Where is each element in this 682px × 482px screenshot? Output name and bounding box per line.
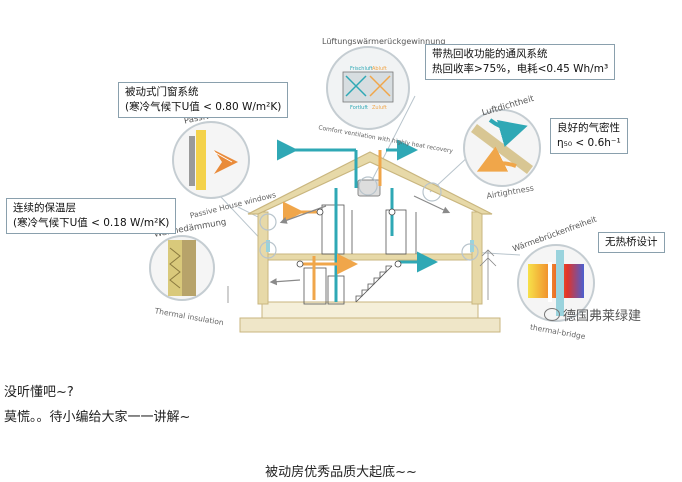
callout-airtightness: 良好的气密性 η₅₀ < 0.6h⁻¹ <box>550 118 628 154</box>
callout-ventilation-line-1: 带热回收功能的通风系统 <box>432 48 548 60</box>
callout-thermal-bridge: 无热桥设计 <box>598 232 665 253</box>
windows-detail-circle <box>172 121 250 199</box>
callout-insulation-line-2: (寒冷气候下U值 < 0.18 W/m²K) <box>13 217 170 229</box>
watermark: 德国弗莱绿建 <box>544 305 641 324</box>
callout-ventilation-line-2: 热回收率>75%，电耗<0.45 Wh/m³ <box>432 63 609 75</box>
air-flows <box>277 139 438 302</box>
foundation-slab <box>239 317 501 333</box>
airtightness-detail-circle <box>463 109 541 187</box>
window-left-upper <box>266 240 270 252</box>
callout-windows-line-1: 被动式门窗系统 <box>125 86 199 98</box>
callout-insulation: 连续的保温层 (寒冷气候下U值 < 0.18 W/m²K) <box>6 198 177 234</box>
right-wall <box>471 211 483 305</box>
prose-line-1: 没听懂吧~? <box>4 385 74 400</box>
callout-windows: 被动式门窗系统 (寒冷气候下U值 < 0.80 W/m²K) <box>118 82 289 118</box>
callout-airtightness-line-1: 良好的气密性 <box>557 122 620 134</box>
thermal-bridge-detail-circle <box>517 244 595 322</box>
window-right-upper <box>470 240 474 252</box>
callout-airtightness-line-2: η₅₀ < 0.6h⁻¹ <box>557 137 621 149</box>
vent-label-fortluft: Fortluft <box>350 105 368 111</box>
caption: 被动房优秀品质大起底~~ <box>265 465 417 480</box>
ground-floor-slab <box>261 301 479 319</box>
upper-floor-slab <box>267 253 473 261</box>
diffusers <box>296 208 402 268</box>
house <box>227 139 501 333</box>
watermark-text: 德国弗莱绿建 <box>563 309 642 324</box>
callout-insulation-line-1: 连续的保温层 <box>13 202 76 214</box>
vent-label-abluft: Abluft <box>372 66 387 72</box>
callout-ventilation: 带热回收功能的通风系统 热回收率>75%，电耗<0.45 Wh/m³ <box>425 44 616 80</box>
prose-line-2: 莫慌。。待小编给大家一一讲解~ <box>4 410 191 425</box>
ventilation-detail-circle: Frischluft Abluft Fortluft Zuluft <box>326 46 410 130</box>
stairs <box>355 265 393 303</box>
ventilation-circle-title: Lüftungswärmerückgewinnung <box>322 37 445 46</box>
passive-house-diagram: Frischluft Abluft Fortluft Zuluft Passiv… <box>149 37 598 342</box>
insulation-detail-circle <box>149 235 215 301</box>
detail-markers <box>259 176 479 261</box>
roof <box>247 151 493 215</box>
callout-thermal-bridge-line-1: 无热桥设计 <box>605 236 658 248</box>
thermal-bridge-circle-subtitle: thermal-bridge <box>529 323 586 342</box>
trees <box>227 249 497 303</box>
circulation-arrows <box>269 195 451 286</box>
wechat-icon <box>544 308 560 321</box>
callout-windows-line-2: (寒冷气候下U值 < 0.80 W/m²K) <box>125 101 282 113</box>
vent-label-frischluft: Frischluft <box>350 66 373 72</box>
insulation-circle-subtitle: Thermal insulation <box>153 306 225 327</box>
vent-label-zuluft: Zuluft <box>372 105 387 111</box>
